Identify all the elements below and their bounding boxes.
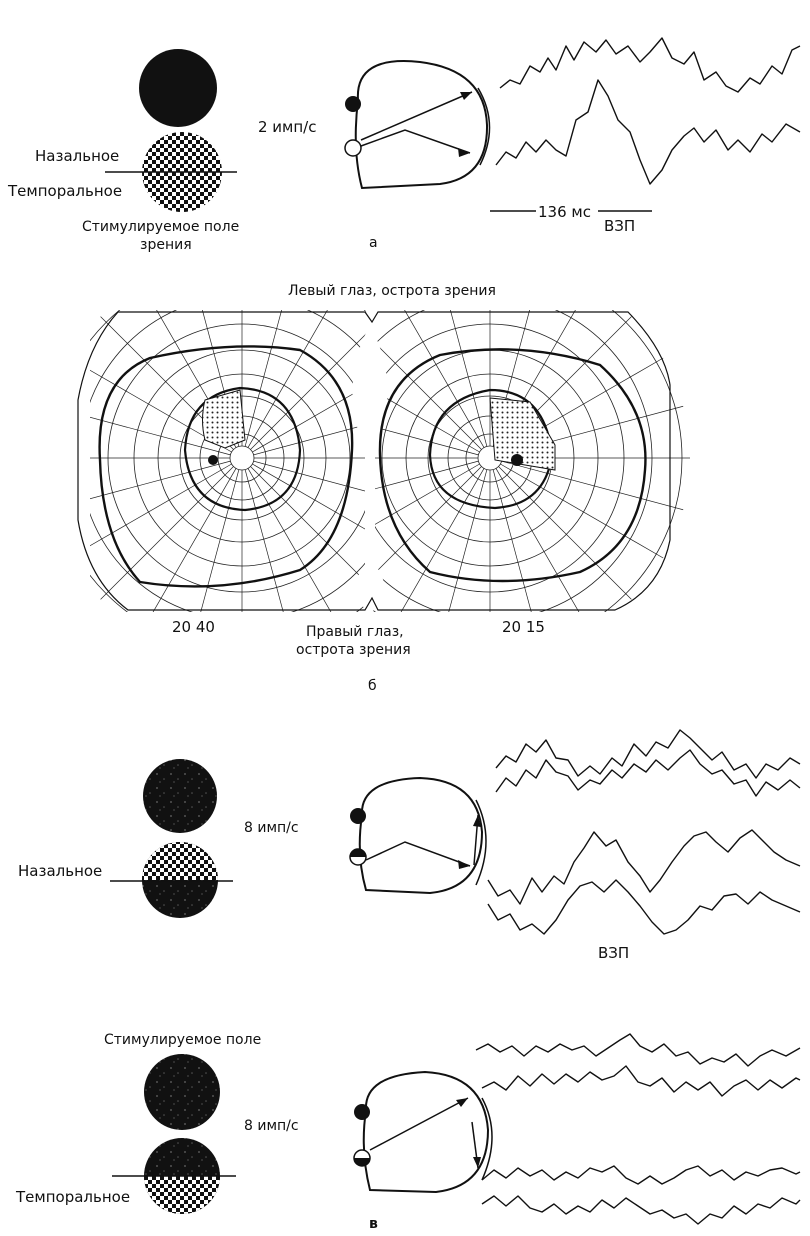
left-grid-meridian [250, 466, 372, 600]
eye-c1-dark-dot [350, 808, 366, 824]
left-grid-meridian [141, 468, 237, 612]
eye-diagram-c1 [349, 776, 487, 895]
scotoma-right [489, 397, 556, 471]
right-grid-meridian [437, 310, 488, 447]
left-grid-meridian [90, 460, 231, 511]
scotoma-left [202, 389, 246, 449]
stimulus-dark-disk [139, 49, 217, 127]
eye-dark-dot [345, 96, 361, 112]
right-grid-meridian [495, 468, 591, 612]
panel-c: 8 имп/с Назальное ВЗП Стимулируемое поле… [15, 729, 801, 1232]
panel-c-letter: в [369, 1216, 378, 1232]
rate-label-c2: 8 имп/с [244, 1118, 299, 1134]
stimulus-c1-half-disk-checker [142, 842, 218, 880]
trace-c1-4 [487, 879, 801, 935]
right-eye-caption-line1: Правый глаз, [306, 624, 404, 640]
perimeter-frame [77, 311, 671, 611]
right-grid-meridian [370, 316, 482, 450]
trace-c1-1 [495, 729, 801, 779]
right-grid-meridian [498, 466, 632, 600]
left-grid-meridian [189, 469, 240, 612]
stimulus-c1-dark-disk [143, 759, 217, 833]
rate-label-c1: 8 имп/с [244, 820, 299, 836]
right-grid-meridian [370, 460, 479, 511]
trace-c2-2 [481, 1065, 801, 1097]
left-grid-meridian [90, 405, 231, 456]
temporal-label: Темпоральное [7, 182, 122, 200]
left-eye-caption: Левый глаз, острота зрения [288, 283, 496, 299]
left-grid-meridian [252, 463, 372, 559]
blind-spot-left [208, 455, 218, 465]
eye-diagram-c2 [353, 1070, 493, 1194]
right-grid-meridian [389, 468, 485, 612]
right-grid-meridian [370, 405, 479, 456]
timescale-label: 136 мс [538, 203, 591, 221]
right-grid-meridian [370, 466, 482, 600]
rate-label: 2 имп/с [258, 118, 316, 136]
trace-c1-2 [495, 749, 801, 797]
trace-a-lower [495, 79, 801, 185]
left-grid-meridian [252, 357, 372, 453]
acuity-left-value: 20 40 [172, 618, 215, 636]
acuity-right-value: 20 15 [502, 618, 545, 636]
nasal-label-c: Назальное [18, 862, 102, 880]
left-grid-meridian [250, 316, 372, 450]
eye-white-dot [344, 139, 362, 157]
right-grid-meridian [370, 357, 480, 453]
right-grid-meridian [500, 463, 664, 559]
left-grid-meridian [90, 463, 232, 559]
eye-c2-dark-dot [354, 1104, 370, 1120]
vep-label-c: ВЗП [598, 944, 629, 962]
blind-spot-right [511, 454, 523, 466]
left-grid-meridian [100, 466, 234, 600]
panel-a: 2 имп/с Назальное Темпоральное Стимулиру… [7, 37, 801, 253]
field-label-line2: зрения [140, 237, 192, 253]
field-label-line1: Стимулируемое поле [82, 219, 239, 235]
temporal-label-c: Темпоральное [15, 1188, 130, 1206]
panel-a-letter: а [369, 235, 378, 251]
trace-c1-3 [487, 829, 801, 905]
eye-diagram-a [344, 60, 491, 190]
left-grid-ring [229, 445, 255, 471]
trace-c2-4 [481, 1195, 801, 1225]
right-grid-meridian [501, 460, 684, 511]
right-eye-caption-line2: острота зрения [296, 642, 411, 658]
field-label-c: Стимулируемое поле [104, 1032, 261, 1048]
trace-c2-1 [475, 1033, 801, 1067]
stimulus-c2-half-disk-checker [144, 1176, 220, 1214]
right-grid-meridian [370, 463, 480, 559]
left-grid-meridian [253, 460, 372, 511]
isopter-right-outer [378, 348, 647, 583]
perimeter-chart-left [90, 310, 372, 612]
left-grid-meridian [244, 310, 295, 447]
left-grid-meridian [244, 469, 295, 612]
right-grid-meridian [492, 469, 543, 612]
left-grid-meridian [247, 468, 343, 612]
nasal-label: Назальное [35, 147, 119, 165]
panel-b: Левый глаз, острота зрения 20 40 20 15 П… [77, 283, 690, 694]
panel-b-letter: б [368, 678, 377, 694]
right-grid-meridian [437, 469, 488, 612]
isopter-left-outer [98, 345, 354, 588]
left-grid-meridian [253, 405, 372, 456]
trace-a-upper [499, 37, 801, 93]
trace-c2-3 [481, 1165, 801, 1185]
isopter-left-inner [183, 386, 302, 512]
vep-label-a: ВЗП [604, 217, 635, 235]
stimulus-c2-dark-disk [144, 1054, 220, 1130]
